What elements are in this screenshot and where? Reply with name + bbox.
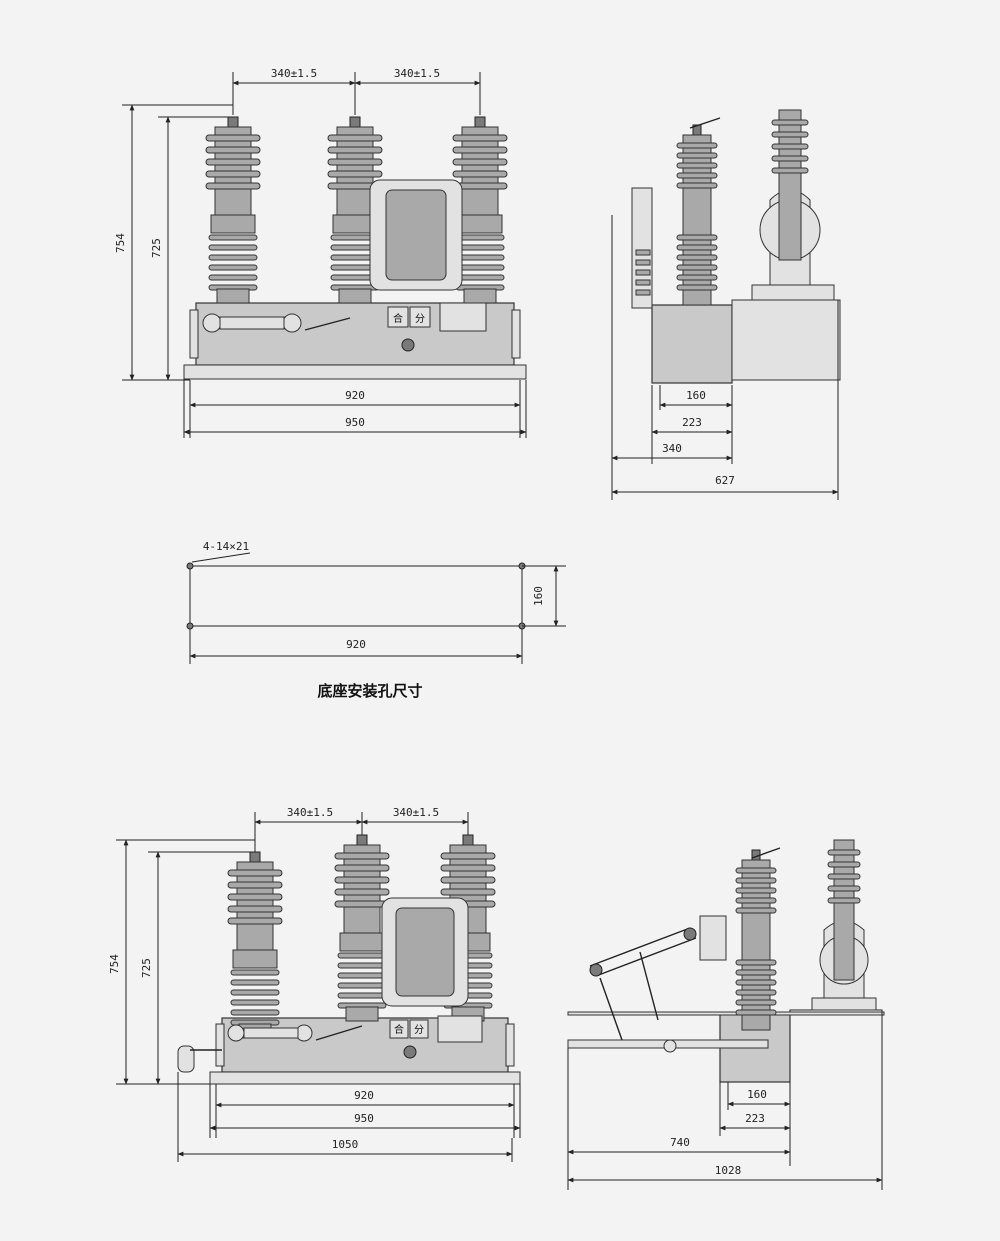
breaker-body-side-2 (567, 839, 885, 1083)
close-label: 合 (393, 312, 403, 325)
dim-1028: 1028 (715, 1164, 742, 1177)
dim-pitch-right-2: 340±1.5 (393, 806, 439, 819)
mount-hole (186, 562, 194, 570)
dimension-lines-bottom-front (116, 812, 521, 1162)
dimension-lines-bottom-side (567, 1012, 883, 1190)
dim-223-2: 223 (745, 1112, 765, 1125)
dim-height-inner: 725 (150, 238, 163, 258)
dim-627: 627 (715, 474, 735, 487)
view-mount-holes: 4-14×21 920 160 底座安装孔尺寸 (186, 540, 566, 700)
dim-1050: 1050 (332, 1138, 359, 1151)
mount-hole (186, 622, 194, 630)
mount-hole-caption: 底座安装孔尺寸 (317, 682, 422, 700)
open-label-2: 分 (414, 1024, 424, 1036)
view-bottom-side: 160 223 740 1028 (567, 839, 885, 1190)
view-bottom-front: 合 分 (108, 806, 521, 1162)
dim-depth: 160 (532, 586, 545, 606)
open-label: 分 (415, 313, 425, 325)
dim-160-2: 160 (747, 1088, 767, 1101)
dim-width-inner: 920 (345, 389, 365, 402)
dimension-lines-top-front (122, 72, 527, 438)
dim-holes: 4-14×21 (203, 540, 249, 553)
breaker-body-front-2: 合 分 (177, 835, 521, 1085)
dim-340: 340 (662, 442, 682, 455)
dim-height-total-2: 754 (108, 954, 121, 974)
dim-height-total: 754 (114, 233, 127, 253)
dimension-lines-top-side (611, 215, 839, 500)
breaker-body-front: 合 分 (183, 117, 527, 380)
dim-width: 920 (346, 638, 366, 651)
dim-160: 160 (686, 389, 706, 402)
dim-pitch-right: 340±1.5 (394, 67, 440, 80)
dim-740: 740 (670, 1136, 690, 1149)
dim-height-inner-2: 725 (140, 958, 153, 978)
dim-223: 223 (682, 416, 702, 429)
dim-pitch-left: 340±1.5 (271, 67, 317, 80)
dim-pitch-left-2: 340±1.5 (287, 806, 333, 819)
view-top-front: 合 分 340±1.5 340±1.5 (114, 67, 527, 438)
view-top-side: 160 223 340 627 (611, 109, 841, 500)
dim-width-outer: 950 (345, 416, 365, 429)
dim-920-2: 920 (354, 1089, 374, 1102)
close-label-2: 合 (394, 1023, 404, 1036)
dim-950-2: 950 (354, 1112, 374, 1125)
breaker-body-side (631, 109, 841, 384)
